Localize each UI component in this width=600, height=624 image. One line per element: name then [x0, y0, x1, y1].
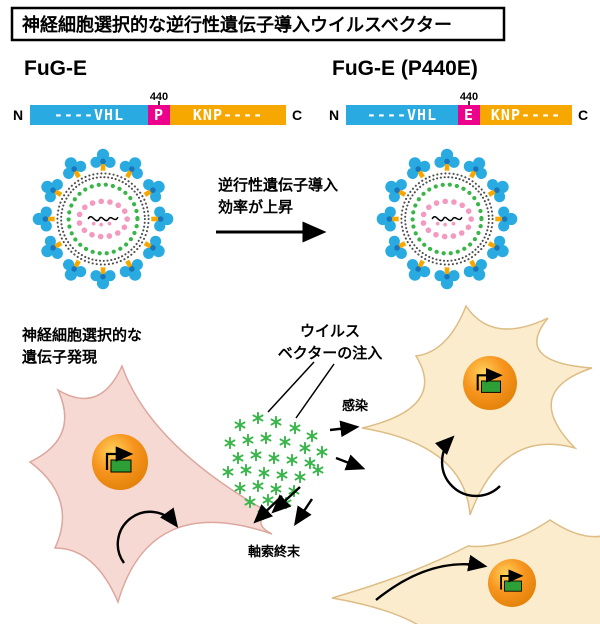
expression-label-line1: 神経細胞選択的な	[22, 326, 142, 344]
nucleus-bottom-right	[488, 559, 536, 607]
sequence-post-text: KNP----	[491, 106, 561, 124]
virus-particle-diagram-left	[33, 149, 174, 290]
spread-arrow-sw3	[294, 498, 313, 526]
infection-arrow-1	[329, 420, 360, 438]
injection-pointer-line-2	[295, 363, 335, 419]
nucleus-left	[92, 434, 148, 490]
expression-label-line2: 遺伝子発現	[21, 348, 97, 366]
neuron-left	[28, 363, 273, 605]
residue-position: 440	[150, 91, 168, 103]
spread-arrow-sw2	[253, 495, 283, 524]
figure-title: 神経細胞選択的な逆行性遺伝子導入ウイルスベクター	[22, 14, 452, 35]
injection-label-line2: ベクターの注入	[278, 344, 382, 362]
infection-label: 感染	[342, 398, 369, 413]
residue-letter: E	[464, 106, 474, 124]
injection-label-line1: ウイルス	[300, 323, 360, 340]
spread-arrow-sw1	[271, 486, 301, 514]
residue-box	[148, 105, 170, 125]
c-terminus-label: C	[578, 107, 588, 123]
residue-letter: P	[154, 106, 164, 124]
injection-pointer-line-1	[267, 361, 315, 413]
n-terminus-label: N	[329, 107, 339, 123]
virus-particle-diagram-right	[377, 149, 518, 290]
transition-text-line2: 効率が上昇	[218, 198, 293, 216]
infection-arrow-2	[335, 454, 366, 471]
nucleus-top-right	[463, 356, 517, 410]
c-terminus-label: C	[292, 107, 302, 123]
residue-box	[458, 105, 480, 125]
sequence-orange-segment	[170, 105, 286, 125]
retrograde-arrow-bottom-right	[375, 554, 488, 601]
retrograde-arrow-left	[116, 507, 179, 564]
sequence-blue-segment	[30, 105, 148, 125]
neuron-top-right	[361, 304, 593, 516]
neuron-bottom-right	[331, 519, 600, 624]
sequence-pre-text: ----VHL	[54, 106, 124, 124]
sequence-diagram-right: N ----VHL E 440 KNP---- C	[329, 91, 588, 125]
n-terminus-label: N	[13, 107, 23, 123]
retrograde-arrow-top-right	[435, 435, 501, 498]
sequence-diagram-left: N ----VHL P 440 KNP---- C	[13, 91, 302, 125]
transition-annotation: 逆行性遺伝子導入 効率が上昇	[216, 176, 338, 243]
variant-right-heading: FuG-E (P440E)	[332, 57, 478, 80]
residue-position: 440	[460, 91, 478, 103]
variant-left-heading: FuG-E	[24, 57, 87, 80]
sequence-pre-text: ----VHL	[367, 106, 437, 124]
sequence-orange-segment	[480, 105, 572, 125]
title-box	[10, 6, 506, 42]
sequence-blue-segment	[346, 105, 458, 125]
sequence-post-text: KNP----	[193, 106, 263, 124]
transition-text-line1: 逆行性遺伝子導入	[218, 176, 338, 194]
axon-terminal-label: 軸索終末	[248, 544, 301, 559]
